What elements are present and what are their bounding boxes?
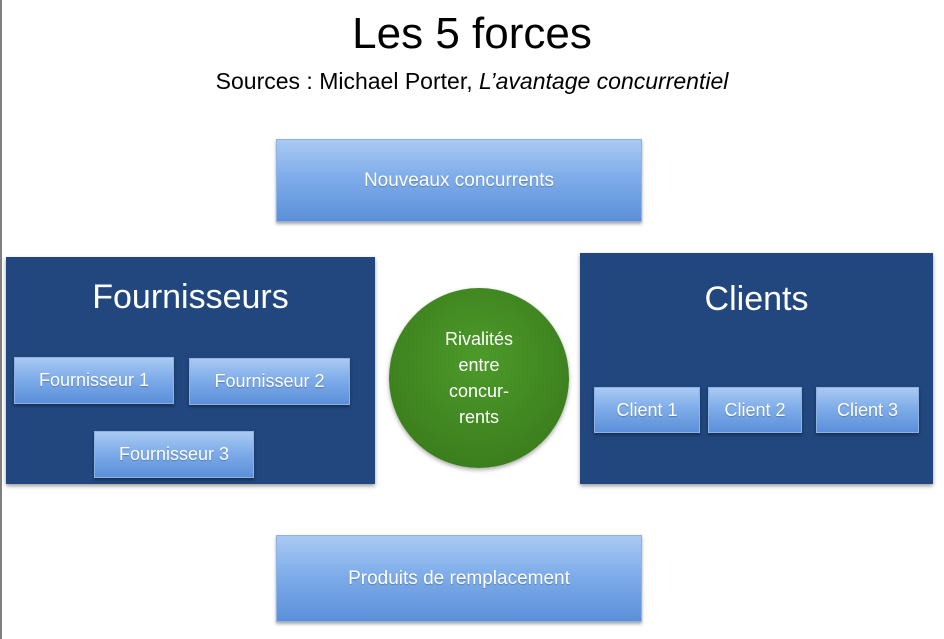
- client-box: Client 1: [594, 387, 700, 433]
- substitutes-box: Produits de remplacement: [276, 535, 642, 622]
- clients-panel: Clients Client 1 Client 2 Client 3: [580, 253, 933, 484]
- rivalry-line: concur-: [448, 381, 510, 401]
- client-box: Client 3: [816, 387, 919, 433]
- substitutes-label: Produits de remplacement: [348, 567, 570, 589]
- rivalry-line: entre: [458, 355, 500, 375]
- supplier-box: Fournisseur 2: [189, 358, 350, 405]
- subtitle-book-title: L’avantage concurrentiel: [479, 68, 729, 94]
- slide-subtitle: Sources : Michael Porter, L’avantage con…: [0, 66, 944, 96]
- subtitle-source: Sources : Michael Porter,: [215, 68, 479, 94]
- new-entrants-label: Nouveaux concurrents: [363, 169, 555, 191]
- rivalry-line: Rivalités: [444, 329, 514, 349]
- supplier-box: Fournisseur 1: [14, 357, 174, 404]
- rivalry-label: Rivalités entre concur- rents: [414, 326, 544, 430]
- new-entrants-box: Nouveaux concurrents: [276, 139, 642, 222]
- suppliers-panel: Fournisseurs Fournisseur 1 Fournisseur 2…: [6, 257, 375, 484]
- rivalry-line: rents: [458, 407, 500, 427]
- suppliers-title: Fournisseurs: [92, 278, 289, 316]
- client-label: Client 3: [836, 399, 899, 420]
- client-label: Client 1: [616, 399, 678, 420]
- rivalry-circle: Rivalités entre concur- rents: [389, 288, 569, 468]
- client-box: Client 2: [708, 387, 802, 433]
- supplier-label: Fournisseur 3: [118, 444, 230, 464]
- client-label: Client 2: [724, 399, 786, 420]
- supplier-box: Fournisseur 3: [94, 431, 254, 478]
- slide-title: Les 5 forces: [352, 9, 592, 58]
- supplier-label: Fournisseur 1: [38, 370, 150, 390]
- left-divider: [0, 0, 2, 639]
- supplier-label: Fournisseur 2: [214, 371, 325, 391]
- clients-title: Clients: [704, 280, 809, 318]
